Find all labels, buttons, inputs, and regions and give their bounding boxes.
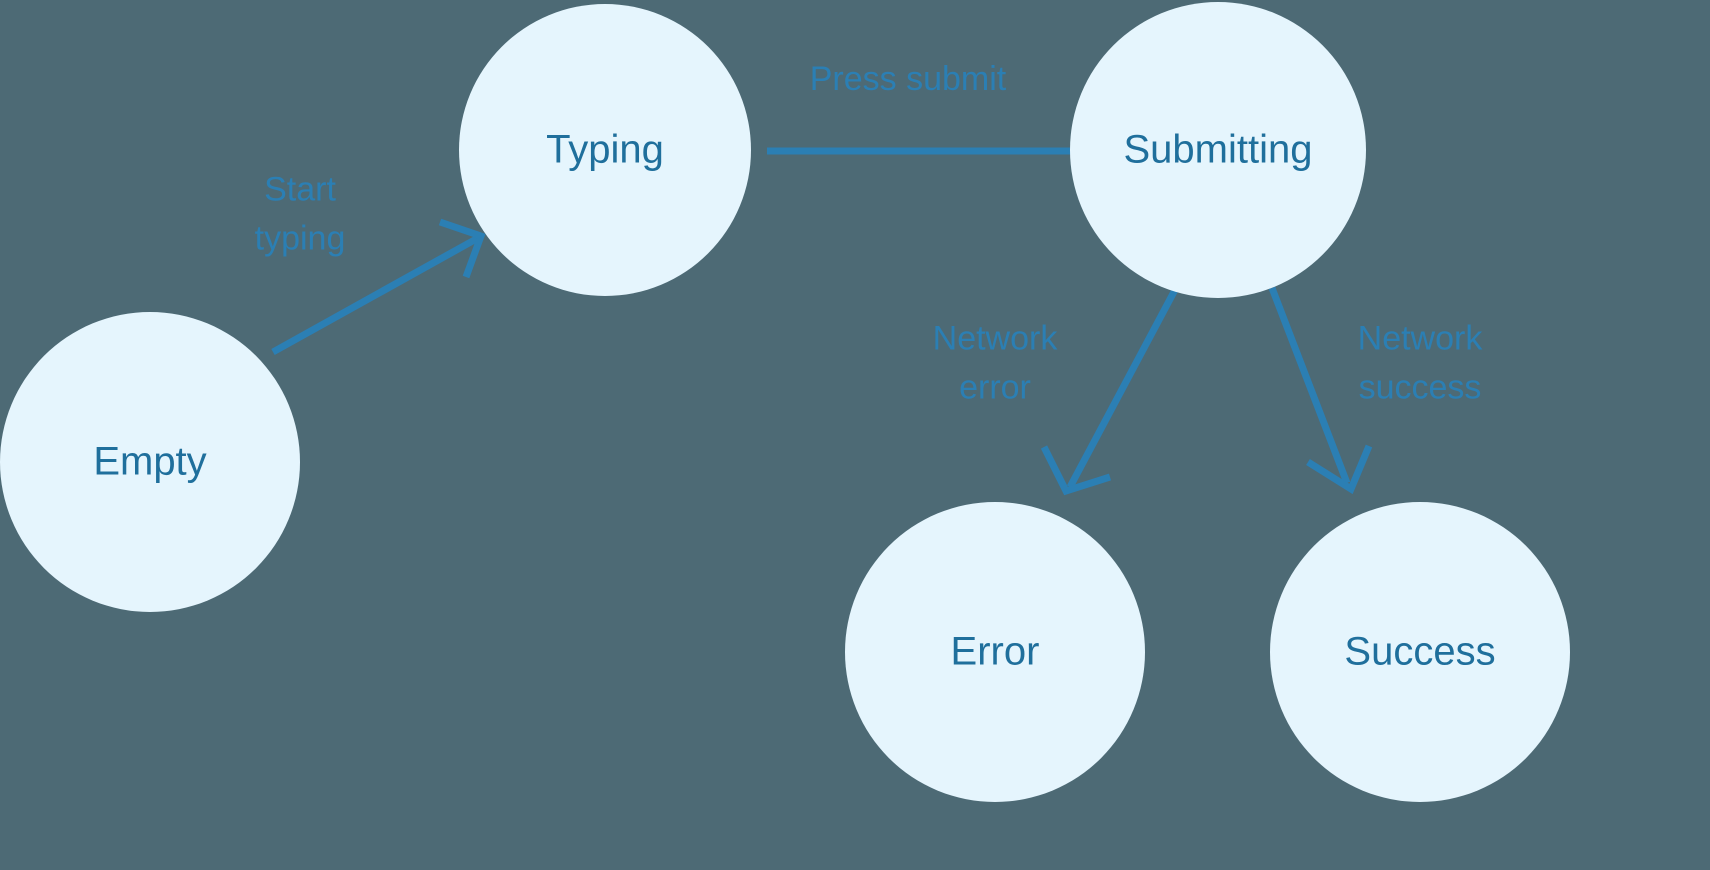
edge-label-line: typing [255,219,346,257]
state-node-circle-empty[interactable] [0,312,300,612]
edge-line-submitting-to-error [1066,286,1180,489]
state-node-circle-success[interactable] [1270,502,1570,802]
edge-label-line: Network [933,319,1059,357]
arrowhead-icon-submitting-to-error [1040,445,1112,496]
edge-label-line: error [959,368,1031,406]
edge-label-empty-to-typing: Start typing [255,170,346,257]
edge-label-line: Start [264,170,336,208]
state-node-label-success: Success [1344,630,1495,674]
arrowhead-icon-empty-to-typing [438,218,486,279]
edge-line-empty-to-typing [271,234,480,356]
state-node-empty[interactable]: Empty [0,312,300,612]
state-node-circle-submitting[interactable] [1070,2,1366,298]
state-node-label-empty: Empty [93,440,206,484]
state-node-label-typing: Typing [546,128,664,172]
edge-submitting-to-error [1040,286,1180,496]
edge-submitting-to-success [1268,286,1373,495]
state-node-circle-typing[interactable] [459,4,751,296]
state-node-success[interactable]: Success [1270,502,1570,802]
state-node-submitting[interactable]: Submitting [1070,2,1366,298]
edge-label-submitting-to-error: Network error [933,319,1059,406]
edge-line-submitting-to-success [1268,286,1351,485]
edge-label-line: Network [1358,319,1484,357]
state-node-label-error: Error [951,630,1040,674]
edge-label-typing-to-submitting: Press submit [810,60,1007,98]
state-node-typing[interactable]: Typing [459,4,751,296]
state-node-error[interactable]: Error [845,502,1145,802]
edges-layer [271,116,1373,496]
state-node-label-submitting: Submitting [1124,128,1313,172]
edge-label-submitting-to-success: Network success [1358,319,1484,406]
state-node-circle-error[interactable] [845,502,1145,802]
arrowhead-icon-submitting-to-success [1306,444,1373,495]
edge-label-line: Press submit [810,60,1007,98]
edge-empty-to-typing [271,218,486,356]
edge-label-line: success [1359,368,1482,406]
